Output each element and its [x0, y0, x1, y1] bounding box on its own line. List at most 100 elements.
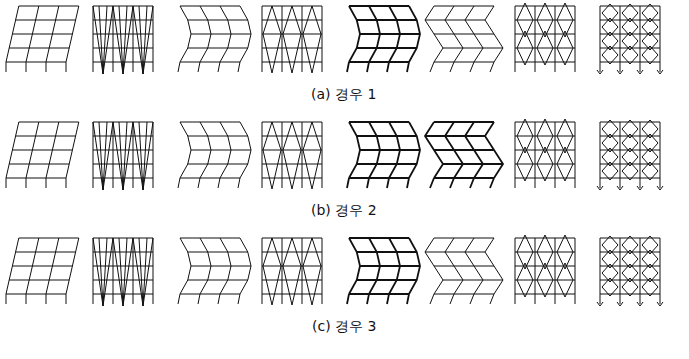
- beam-line: [262, 266, 322, 267]
- column-base: [387, 62, 389, 72]
- beam-line: [349, 61, 409, 63]
- mode-line: [99, 238, 107, 306]
- mode-diamond: [602, 236, 618, 254]
- beam-line: [93, 20, 153, 21]
- beam-line: [443, 280, 503, 281]
- column-base: [178, 294, 180, 304]
- column-base: [430, 294, 434, 304]
- column-line: [180, 6, 191, 62]
- column-base: [490, 178, 494, 188]
- beam-line: [262, 48, 322, 49]
- beam-line: [93, 252, 153, 253]
- column-base: [367, 294, 369, 304]
- column-base: [387, 178, 389, 188]
- column-base: [282, 178, 283, 188]
- column-base: [620, 294, 621, 304]
- beam-line: [188, 280, 248, 281]
- support-mark: [617, 302, 623, 306]
- column-line: [349, 122, 360, 178]
- beam-line: [425, 252, 485, 253]
- mode-diamond: [642, 250, 658, 268]
- column-base: [6, 62, 7, 72]
- beam-line: [93, 164, 153, 165]
- column-base: [302, 62, 303, 72]
- mode-diamond: [283, 6, 301, 73]
- column-base: [660, 294, 661, 304]
- column-base: [322, 294, 323, 304]
- beam-line: [93, 280, 153, 281]
- beam-line: [515, 164, 575, 165]
- mode-diamond: [642, 32, 658, 50]
- column-base: [113, 294, 114, 304]
- mode-diamond: [557, 235, 573, 269]
- column-base: [322, 178, 323, 188]
- column-base: [153, 62, 154, 72]
- beam-line: [349, 237, 409, 239]
- mode-diamond: [602, 32, 618, 50]
- mode-diamond: [642, 46, 658, 64]
- column-base: [490, 62, 494, 72]
- mode-diamond: [303, 238, 321, 305]
- column-base: [282, 62, 283, 72]
- column-base: [218, 62, 220, 72]
- mode-diamond: [517, 235, 533, 269]
- column-base: [515, 62, 516, 72]
- column-base: [450, 62, 454, 72]
- column-base: [620, 178, 621, 188]
- column-base: [46, 62, 47, 72]
- beam-line: [93, 238, 153, 239]
- column-base: [555, 178, 556, 188]
- column-base: [153, 178, 154, 188]
- column-base: [470, 294, 474, 304]
- column-base: [302, 294, 303, 304]
- beam-line: [180, 238, 240, 239]
- mode-line: [139, 6, 147, 74]
- support-mark: [617, 186, 623, 190]
- mode-diamond: [642, 134, 658, 152]
- column-base: [450, 178, 454, 188]
- beam-line: [434, 294, 494, 295]
- beam-line: [434, 238, 494, 239]
- column-base: [113, 62, 114, 72]
- mode-diamond: [602, 148, 618, 166]
- beam-line: [180, 178, 240, 179]
- column-base: [347, 294, 349, 304]
- column-base: [218, 178, 220, 188]
- column-base: [555, 62, 556, 72]
- mode-diamond: [622, 32, 638, 50]
- beam-line: [360, 33, 420, 35]
- mode-diamond: [537, 235, 553, 269]
- mode-diamond: [642, 4, 658, 22]
- beam-line: [443, 48, 503, 49]
- column-base: [198, 62, 200, 72]
- beam-line: [188, 164, 248, 165]
- beam-line: [434, 121, 494, 123]
- beam-line: [349, 121, 409, 123]
- case-caption: (a) 경우 1: [311, 86, 376, 103]
- column-base: [282, 294, 283, 304]
- column-base: [238, 62, 240, 72]
- beam-line: [349, 5, 409, 7]
- beam-line: [425, 135, 485, 137]
- column-base: [93, 294, 94, 304]
- beam-line: [191, 150, 251, 151]
- beam-line: [349, 293, 409, 295]
- column-base: [6, 294, 7, 304]
- mode-diamond: [622, 148, 638, 166]
- mode-diamond: [602, 134, 618, 152]
- column-base: [640, 294, 641, 304]
- beam-line: [93, 266, 153, 267]
- column-base: [153, 294, 154, 304]
- mode-line: [99, 122, 107, 190]
- column-base: [198, 178, 200, 188]
- column-base: [660, 178, 661, 188]
- mode-diamond: [642, 236, 658, 254]
- column-base: [238, 178, 240, 188]
- column-base: [407, 178, 409, 188]
- mode-diamond: [642, 278, 658, 296]
- column-base: [262, 62, 263, 72]
- beam-line: [515, 252, 575, 253]
- column-base: [347, 62, 349, 72]
- support-mark: [657, 302, 663, 306]
